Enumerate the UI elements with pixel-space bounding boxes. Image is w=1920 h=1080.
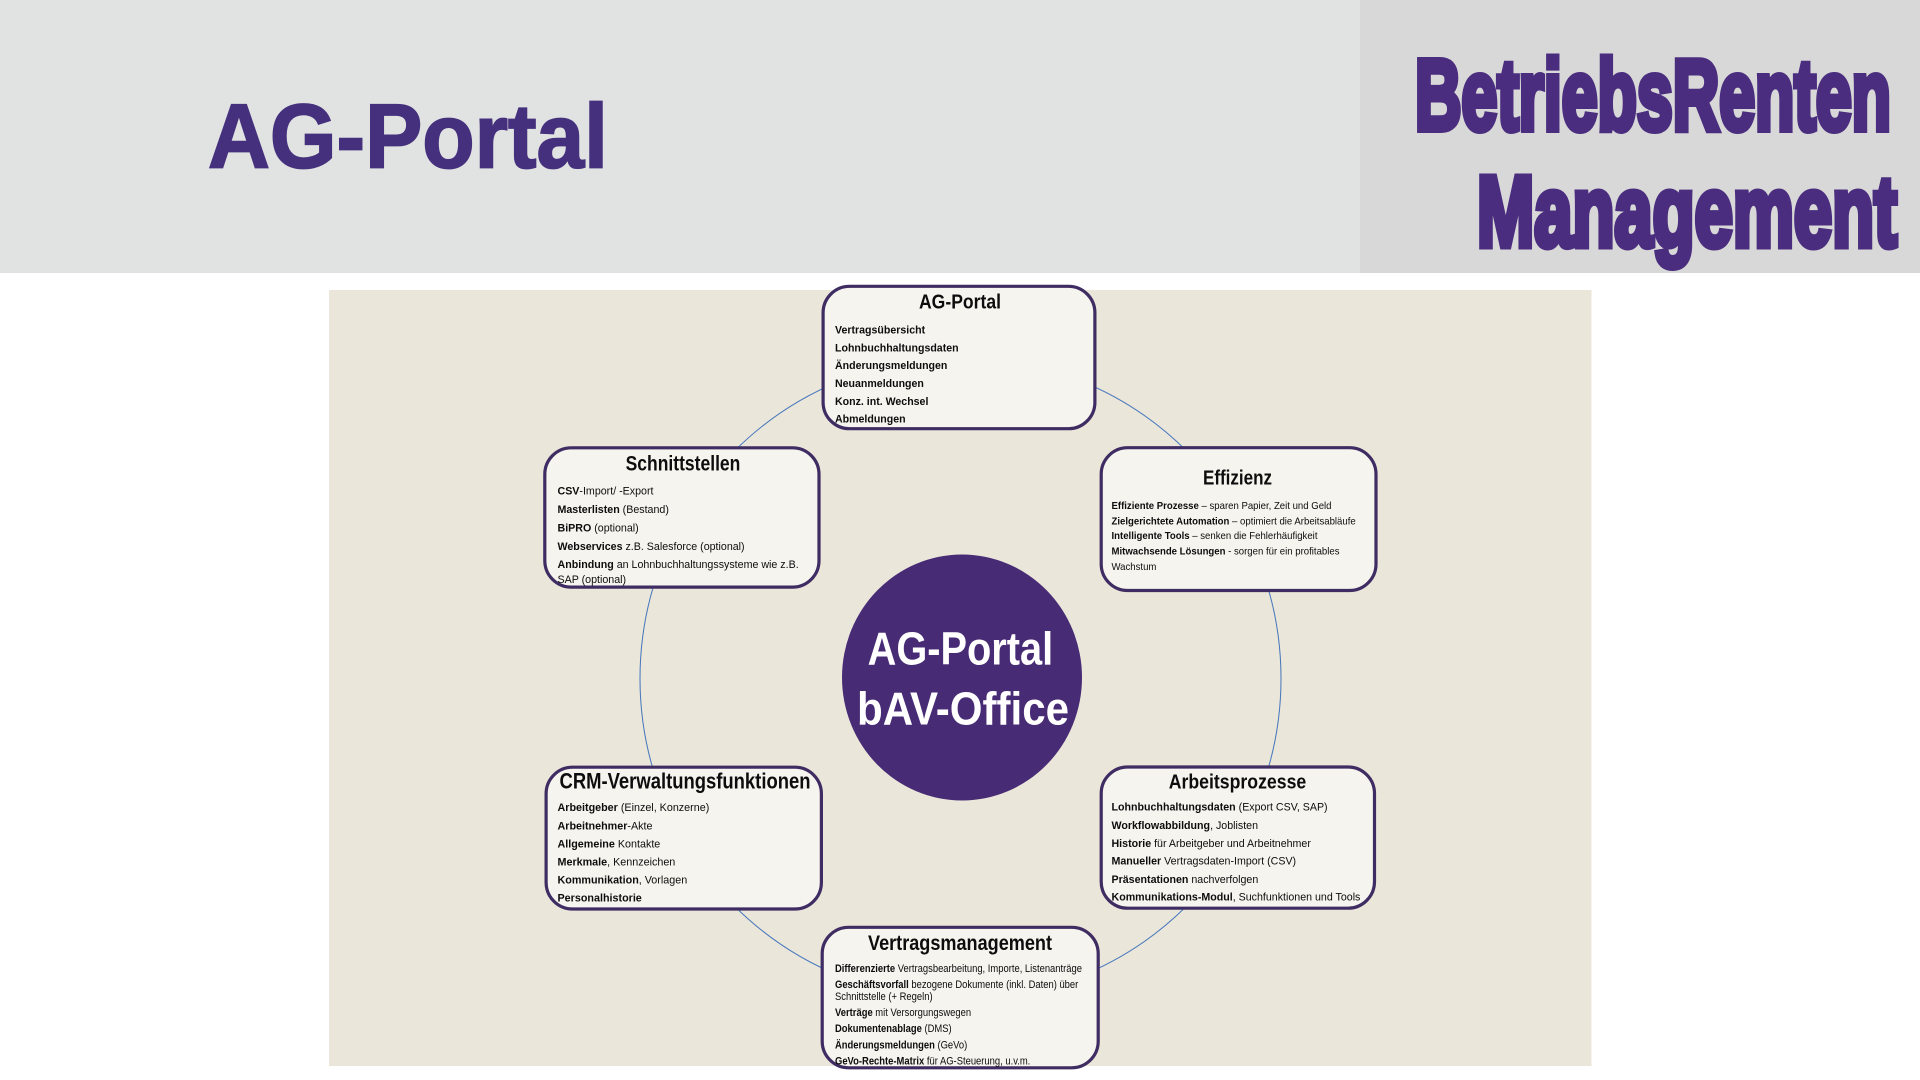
svg-text:Präsentationen nachverfolgen: Präsentationen nachverfolgen: [1112, 874, 1259, 886]
svg-text:Anbindung an Lohnbuchhaltungss: Anbindung an Lohnbuchhaltungssysteme wie…: [558, 559, 799, 571]
svg-text:Wachstum: Wachstum: [1112, 562, 1157, 573]
svg-text:CRM-Verwaltungsfunktionen: CRM-Verwaltungsfunktionen: [560, 768, 811, 793]
svg-text:Dokumentenablage (DMS): Dokumentenablage (DMS): [835, 1023, 952, 1035]
svg-text:Historie für Arbeitgeber und A: Historie für Arbeitgeber und Arbeitnehme…: [1112, 838, 1312, 850]
svg-text:Lohnbuchhaltungsdaten: Lohnbuchhaltungsdaten: [835, 342, 959, 354]
svg-text:Kommunikations-Modul, Suchfunk: Kommunikations-Modul, Suchfunktionen und…: [1112, 892, 1361, 904]
svg-text:BetriebsRenten: BetriebsRenten: [1415, 39, 1891, 151]
svg-text:Lohnbuchhaltungsdaten (Export: Lohnbuchhaltungsdaten (Export CSV, SAP): [1112, 802, 1328, 814]
svg-text:AG-Portal: AG-Portal: [208, 87, 608, 188]
svg-text:Arbeitsprozesse: Arbeitsprozesse: [1169, 771, 1307, 793]
svg-text:BiPRO (optional): BiPRO (optional): [558, 523, 639, 535]
svg-text:Schnittstellen: Schnittstellen: [626, 452, 741, 475]
svg-text:Intelligente Tools – senken di: Intelligente Tools – senken die Fehlerhä…: [1112, 531, 1318, 542]
svg-text:Mitwachsende Lösungen - sorgen: Mitwachsende Lösungen - sorgen für ein p…: [1112, 547, 1340, 558]
svg-text:Allgemeine Kontakte: Allgemeine Kontakte: [558, 838, 661, 850]
svg-text:Merkmale, Kennzeichen: Merkmale, Kennzeichen: [558, 856, 676, 868]
svg-text:Kommunikation, Vorlagen: Kommunikation, Vorlagen: [558, 874, 688, 886]
svg-text:Änderungsmeldungen: Änderungsmeldungen: [835, 359, 948, 372]
svg-text:bAV-Office: bAV-Office: [857, 683, 1069, 735]
svg-text:Personalhistorie: Personalhistorie: [558, 893, 642, 905]
svg-text:AG-Portal: AG-Portal: [868, 623, 1054, 675]
svg-text:Effiziente Prozesse – sparen P: Effiziente Prozesse – sparen Papier, Zei…: [1112, 501, 1332, 512]
svg-text:Masterlisten (Bestand): Masterlisten (Bestand): [558, 504, 670, 516]
svg-text:SAP (optional): SAP (optional): [558, 574, 627, 586]
svg-text:Zielgerichtete Automation – op: Zielgerichtete Automation – optimiert di…: [1112, 516, 1356, 527]
svg-text:Differenzierte Vertragsbearbei: Differenzierte Vertragsbearbeitung, Impo…: [835, 963, 1082, 975]
svg-text:Effizienz: Effizienz: [1203, 468, 1272, 490]
svg-text:Vertragsmanagement: Vertragsmanagement: [868, 932, 1052, 955]
svg-text:GeVo-Rechte-Matrix für AG-Steu: GeVo-Rechte-Matrix für AG-Steuerung, u.v…: [835, 1055, 1030, 1067]
svg-text:Geschäftsvorfall bezogene Doku: Geschäftsvorfall bezogene Dokumente (ink…: [835, 979, 1079, 991]
svg-text:Konz. int. Wechsel: Konz. int. Wechsel: [835, 396, 928, 408]
svg-text:Neuanmeldungen: Neuanmeldungen: [835, 378, 924, 390]
svg-text:Arbeitgeber (Einzel, Konzerne): Arbeitgeber (Einzel, Konzerne): [558, 802, 710, 814]
svg-text:Abmeldungen: Abmeldungen: [835, 413, 906, 425]
svg-text:AG-Portal: AG-Portal: [919, 290, 1001, 313]
svg-text:Manueller Vertragsdaten-Import: Manueller Vertragsdaten-Import (CSV): [1112, 856, 1297, 868]
svg-text:Workflowabbildung, Joblisten: Workflowabbildung, Joblisten: [1112, 820, 1259, 832]
svg-text:Schnittstelle (+ Regeln): Schnittstelle (+ Regeln): [835, 991, 933, 1003]
svg-text:Management: Management: [1477, 156, 1897, 268]
svg-text:Arbeitnehmer-Akte: Arbeitnehmer-Akte: [558, 820, 653, 832]
svg-text:Webservices z.B. Salesforce (o: Webservices z.B. Salesforce (optional): [558, 541, 745, 553]
svg-text:Verträge mit Versorgungswegen: Verträge mit Versorgungswegen: [835, 1007, 971, 1019]
svg-text:Änderungsmeldungen (GeVo): Änderungsmeldungen (GeVo): [835, 1038, 967, 1051]
svg-text:CSV-Import/ -Export: CSV-Import/ -Export: [558, 485, 655, 497]
svg-text:Vertragsübersicht: Vertragsübersicht: [835, 325, 925, 337]
